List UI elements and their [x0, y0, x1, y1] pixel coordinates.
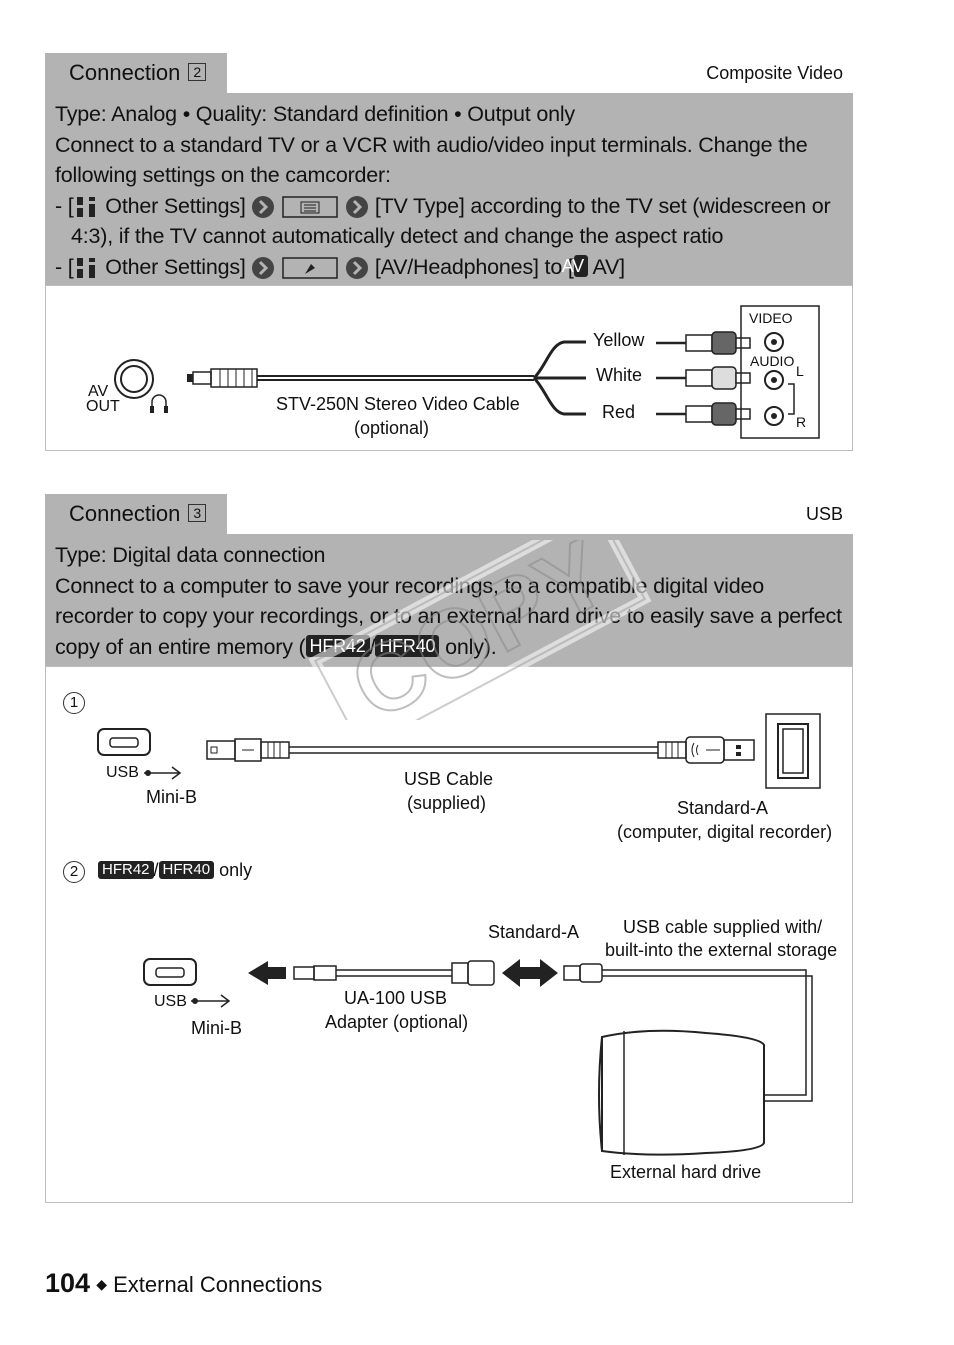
plug-white-label: White: [596, 365, 643, 385]
connection-3-tag: USB: [805, 504, 843, 524]
arrow-right-icon: [252, 195, 275, 218]
arrow-right-icon: [252, 256, 275, 279]
step-1-number: 1: [63, 692, 85, 714]
usb-cable-label: USB Cable: [404, 769, 494, 789]
usb-cable-note: (supplied): [407, 793, 487, 813]
plug-red-label: Red: [602, 402, 636, 422]
connection-3-intro-b: only).: [439, 634, 497, 659]
cable-name: STV-250N Stereo Video Cable: [276, 394, 520, 414]
adapter-note: Adapter (optional): [325, 1012, 469, 1032]
tv-video-label: VIDEO: [749, 310, 793, 326]
usb-label-2: USB: [154, 993, 187, 1010]
hfr40-badge: HFR40: [375, 634, 440, 657]
plug-yellow-label: Yellow: [593, 330, 645, 350]
footer-section: External Connections: [113, 1272, 323, 1297]
step-1-menu: Other Settings]: [105, 193, 246, 218]
step-2-separator: /: [153, 860, 159, 880]
connection-2-step-2: - [ Other Settings] [AV/Headphones] to […: [55, 252, 843, 283]
av-label: AV: [88, 383, 109, 400]
connection-2-section: Connection 2 Composite Video Type: Analog…: [45, 53, 853, 451]
step-2-prefix: - [: [55, 254, 74, 279]
step-2-hfr40-badge: HFR40: [158, 861, 215, 879]
tv-settings-icon: [282, 196, 339, 218]
ext-cable-label-2: built-into the external storage: [605, 940, 838, 960]
page-footer: 104 ◆ External Connections: [45, 1268, 322, 1299]
connection-2-type-line: Type: Analog • Quality: Standard definit…: [55, 102, 575, 126]
standard-a-note-1: (computer, digital recorder): [617, 822, 833, 842]
ext-cable-label-1: USB cable supplied with/: [623, 917, 823, 937]
mini-b-label-1: Mini-B: [146, 787, 198, 807]
connection-3-tab-number: 3: [188, 504, 207, 522]
connection-2-tab-number: 2: [188, 63, 207, 81]
usb-cable-drawing: [97, 713, 821, 1156]
other-settings-icon: [74, 257, 97, 278]
arrow-right-icon: [346, 195, 369, 218]
diamond-icon: ◆: [96, 1276, 107, 1292]
tv-r-label: R: [796, 414, 807, 430]
step-2-only: only: [219, 860, 253, 880]
step-1-prefix: - [: [55, 193, 74, 218]
connection-settings-icon: [282, 257, 339, 279]
tv-l-label: L: [796, 363, 804, 379]
connection-3-tab: Connection 3: [45, 494, 227, 534]
mini-b-label-2: Mini-B: [191, 1018, 243, 1038]
connection-2-tab: Connection 2: [45, 53, 227, 93]
step-2-text-b: AV]: [592, 254, 626, 279]
hfr42-badge: HFR42: [305, 634, 370, 657]
other-settings-icon: [74, 196, 97, 217]
av-badge: AV: [562, 254, 588, 277]
connection-3-type-line: Type: Digital data connection: [55, 543, 326, 567]
out-label: OUT: [86, 398, 120, 415]
connection-3-description: Type: Digital data connection Connect to…: [45, 534, 853, 666]
step-2-menu: Other Settings]: [105, 254, 246, 279]
connection-3-section: Connection 3 USB Type: Digital data conne…: [45, 494, 853, 1203]
composite-video-diagram: AV OUT STV-250N Stereo Video Cable (opti…: [45, 285, 853, 451]
connection-3-tab-label: Connection: [69, 501, 181, 526]
standard-a-label-1: Standard-A: [677, 798, 769, 818]
step-2-hfr42-badge: HFR42: [98, 861, 154, 879]
step-2-number: 2: [63, 861, 85, 883]
step-2-heading: 2 HFR42/HFR40 only: [63, 858, 252, 883]
usb-label-1: USB: [106, 764, 139, 781]
connection-2-description: Type: Analog • Quality: Standard definit…: [45, 93, 853, 285]
usb-diagram: 1 USB Mini-B USB Cable (supplied) Standa…: [45, 666, 853, 1203]
connection-3-intro: Connect to a computer to save your recor…: [55, 571, 843, 663]
connection-2-tab-label: Connection: [69, 60, 181, 85]
connection-2-intro: Connect to a standard TV or a VCR with a…: [55, 132, 808, 188]
cable-note: (optional): [354, 418, 430, 438]
step-1-marker: 1: [63, 689, 85, 714]
arrow-right-icon: [346, 256, 369, 279]
adapter-label: UA-100 USB: [344, 988, 448, 1008]
step-2-text-a: [AV/Headphones] to [: [374, 254, 574, 279]
page-number: 104: [45, 1268, 91, 1298]
standard-a-label-2: Standard-A: [488, 922, 580, 942]
tv-audio-label: AUDIO: [750, 353, 795, 369]
composite-cable-drawing: [114, 305, 820, 439]
connection-2-step-1: - [ Other Settings] [TV Type] according …: [55, 191, 843, 252]
step-1-text: [TV Type] according to the TV set (wides…: [71, 193, 831, 249]
connection-2-tag: Composite Video: [706, 63, 843, 83]
external-drive-label: External hard drive: [610, 1162, 762, 1182]
